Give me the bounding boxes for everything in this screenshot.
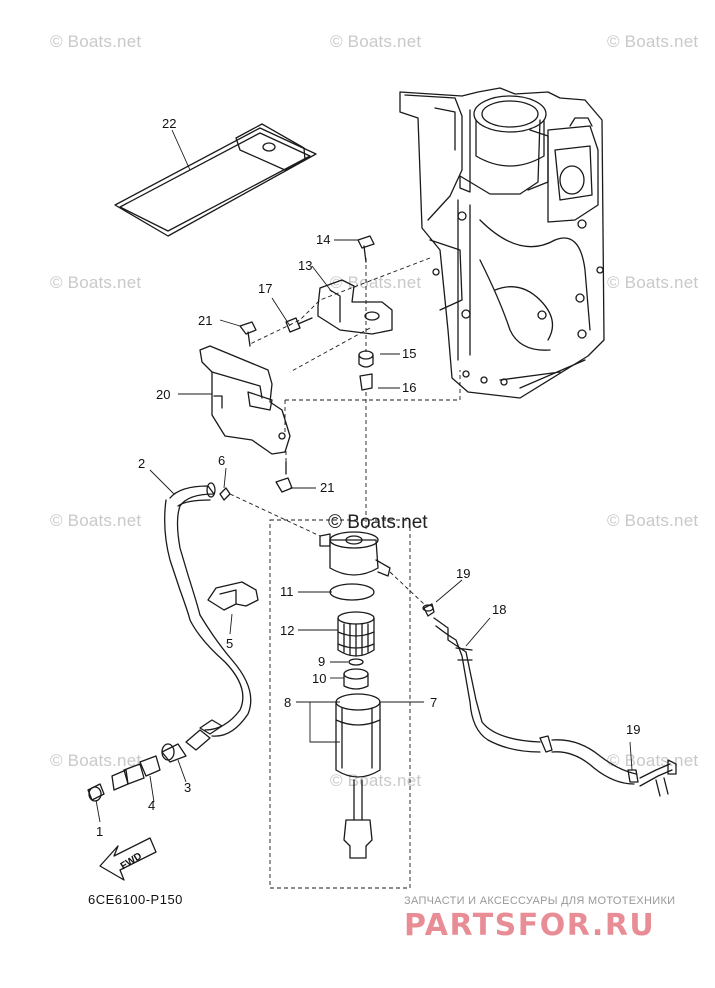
callout-3: 3 (184, 780, 192, 795)
filter-element-12 (337, 611, 375, 657)
filter-cup-8 (335, 693, 381, 859)
callout-22: 22 (162, 116, 177, 131)
callout-7: 7 (430, 695, 438, 710)
bolt-21-lower (275, 461, 293, 493)
clip-19-left (423, 603, 435, 617)
callout-21-lower: 21 (320, 480, 335, 495)
diagram-code: 6CE6100-P150 (88, 892, 183, 907)
watermark: © Boats.net (330, 771, 422, 790)
callout-4: 4 (148, 798, 156, 813)
watermark: © Boats.net (330, 32, 422, 51)
collar-16 (359, 373, 373, 391)
grommet-15 (358, 350, 374, 360)
o-ring-9 (348, 658, 364, 666)
callout-18: 18 (492, 602, 507, 617)
filter-head (319, 531, 391, 577)
callout-21-upper: 21 (198, 313, 213, 328)
clip-19-right (627, 769, 639, 783)
float-10 (343, 668, 369, 690)
cover-20 (199, 345, 291, 455)
o-ring-11 (329, 583, 375, 601)
callout-20: 20 (156, 387, 171, 402)
leader-lines (95, 129, 633, 823)
tool-pouch (114, 123, 317, 237)
bolt-21-upper (239, 321, 257, 347)
callout-16: 16 (402, 380, 417, 395)
tee-joint (639, 759, 677, 797)
fuel-hose-18 (422, 604, 637, 785)
watermark: © Boats.net (330, 273, 422, 292)
brand-logo: PARTSFOR.RU (404, 908, 656, 943)
fuel-hose-2 (164, 482, 252, 737)
bracket-13 (317, 279, 393, 335)
watermark: © Boats.net (50, 32, 142, 51)
watermark: © Boats.net (50, 511, 142, 530)
brand-tagline: ЗАПЧАСТИ И АКСЕССУАРЫ ДЛЯ МОТОТЕХНИКИ (404, 895, 676, 907)
watermark: © Boats.net (50, 751, 142, 770)
callout-19-left: 19 (456, 566, 471, 581)
grommet-15-body (358, 354, 374, 368)
watermark: © Boats.net (50, 273, 142, 292)
callout-17: 17 (258, 281, 273, 296)
callout-6: 6 (218, 453, 226, 468)
callout-14: 14 (316, 232, 331, 247)
engine-block (399, 87, 605, 399)
watermark-main: © Boats.net (328, 512, 428, 533)
bolt-17 (285, 317, 313, 333)
callout-10: 10 (312, 671, 327, 686)
clip-6 (219, 487, 231, 501)
fitting-assembly (87, 719, 223, 802)
dashed-guides (229, 257, 461, 889)
clamp-5 (207, 581, 259, 611)
watermark: © Boats.net (607, 273, 699, 292)
watermark: © Boats.net (607, 751, 699, 770)
callout-15: 15 (402, 346, 417, 361)
callout-12: 12 (280, 623, 295, 638)
callout-11: 11 (280, 584, 294, 599)
callout-19-right: 19 (626, 722, 641, 737)
callout-9: 9 (318, 654, 326, 669)
callout-5: 5 (226, 636, 234, 651)
fwd-arrow (99, 837, 157, 881)
callout-8: 8 (284, 695, 292, 710)
callout-1: 1 (96, 824, 104, 839)
callout-13: 13 (298, 258, 313, 273)
watermark: © Boats.net (607, 511, 699, 530)
watermark: © Boats.net (607, 32, 699, 51)
callout-2: 2 (138, 456, 146, 471)
